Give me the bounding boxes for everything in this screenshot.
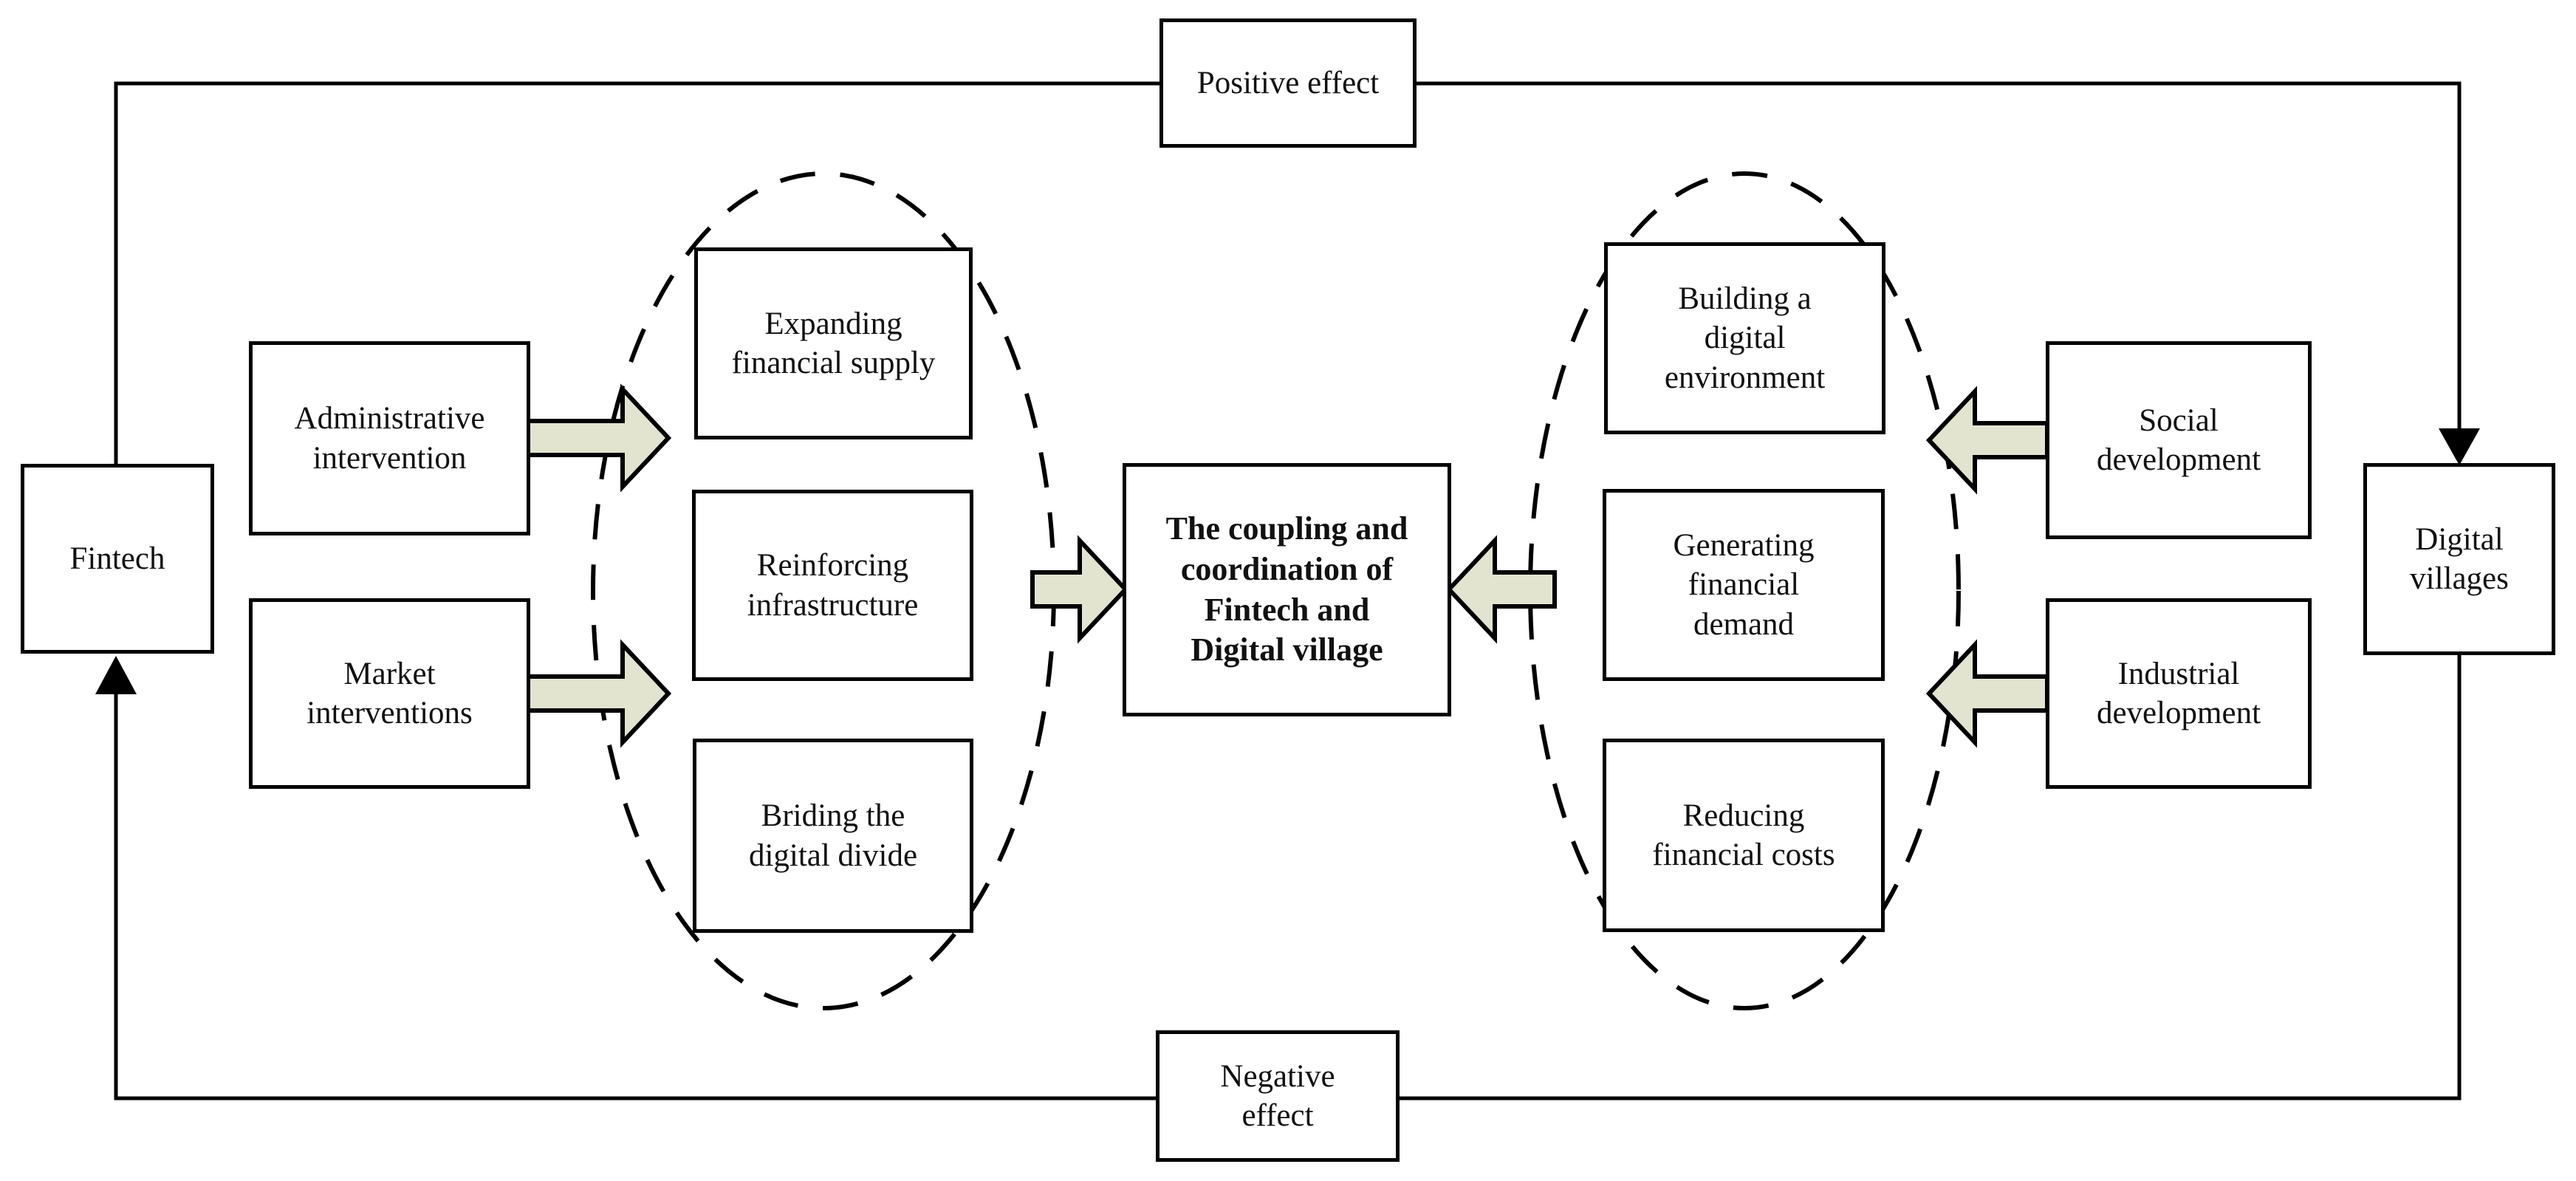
social-development-box: Social development <box>2046 341 2312 539</box>
expanding-financial-supply-box: Expanding financial supply <box>694 247 973 439</box>
building-digital-environment-box: Building a digital environment <box>1604 242 1885 434</box>
positive-loop-line-left <box>114 81 1159 464</box>
digital-villages-box: Digital villages <box>2363 463 2555 655</box>
negative-loop-line-right <box>1400 655 2462 1100</box>
fintech-box: Fintech <box>21 464 214 654</box>
up-arrowhead-icon <box>95 656 137 694</box>
industrial-development-box: Industrial development <box>2046 598 2312 789</box>
arrow-administrative-to-group-icon <box>526 383 672 493</box>
positive-loop-line-right <box>1417 81 2462 432</box>
reducing-financial-costs-box: Reducing financial costs <box>1603 739 1885 932</box>
arrow-social-to-group-icon <box>1925 386 2049 495</box>
market-interventions-box: Market interventions <box>249 598 530 789</box>
briding-the-digital-divide-box: Briding the digital divide <box>693 739 973 933</box>
arrow-leftgroup-to-center-icon <box>1030 535 1129 644</box>
arrow-market-to-group-icon <box>526 639 672 748</box>
down-arrowhead-icon <box>2439 428 2480 465</box>
negative-effect-box: Negative effect <box>1156 1030 1400 1162</box>
administrative-intervention-box: Administrative intervention <box>249 341 530 535</box>
arrow-industrial-to-group-icon <box>1925 639 2049 748</box>
arrow-rightgroup-to-center-icon <box>1445 535 1557 644</box>
right-mechanism-group-ellipse <box>1528 171 1961 1010</box>
reinforcing-infrastructure-box: Reinforcing infrastructure <box>692 490 973 681</box>
negative-loop-line-left <box>114 691 1156 1100</box>
positive-effect-box: Positive effect <box>1159 18 1417 148</box>
generating-financial-demand-box: Generating financial demand <box>1603 489 1885 681</box>
coupling-coordination-center-box: The coupling and coordination of Fintech… <box>1123 463 1451 716</box>
